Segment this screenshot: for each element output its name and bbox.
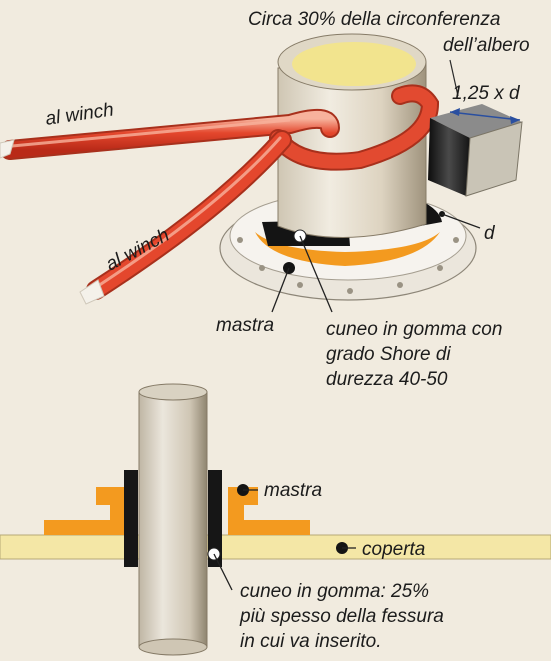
orange-ring <box>255 232 440 266</box>
mastra-section <box>44 487 310 535</box>
wedge-label-top-line2: grado Shore di <box>326 344 451 365</box>
d-label: d <box>484 223 495 244</box>
circumference-label-line2: dell’albero <box>443 35 530 56</box>
coperta-label: coperta <box>362 539 426 560</box>
wedge-label-top-line1: cuneo in gomma con <box>326 319 503 340</box>
dimension-label: 1,25 x d <box>452 83 520 104</box>
mast-cylinder <box>277 33 427 239</box>
wedge-label-bottom-line3: in cui va inserito. <box>240 631 382 652</box>
circumference-label-line1: Circa 30% della circonferenza <box>248 9 501 30</box>
mastra-label-top: mastra <box>216 315 275 336</box>
wedge-label-top-line3: durezza 40-50 <box>326 369 448 390</box>
deck-section <box>0 534 551 560</box>
rope-top <box>0 84 440 305</box>
wedge-label-bottom-line2: più spesso della fessura <box>240 606 444 627</box>
rubber-wedge-left <box>124 470 138 567</box>
leader-lines-top <box>271 211 481 313</box>
wedge-label-bottom-line1: cuneo in gomma: 25% <box>240 581 430 602</box>
rubber-wedge-right <box>208 470 222 567</box>
wedge-block <box>428 104 523 197</box>
leader-lines-bottom <box>207 484 356 591</box>
mast-pole <box>138 383 208 656</box>
mastra-label-bottom: mastra <box>264 480 323 501</box>
dimension-arrow <box>449 59 521 124</box>
